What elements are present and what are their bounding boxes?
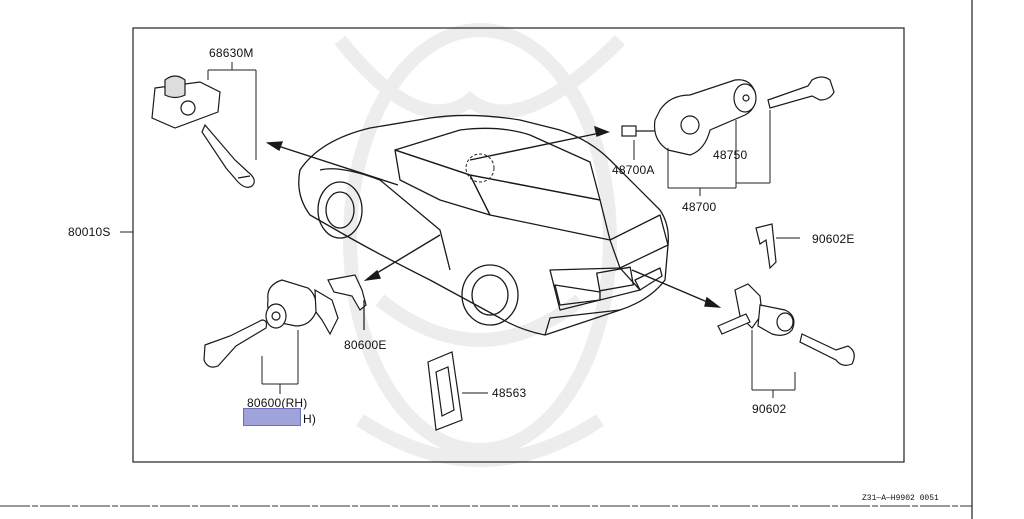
door-lock-drawing xyxy=(203,279,339,368)
watermark-logo xyxy=(334,23,625,467)
bracket-drawing xyxy=(327,274,367,330)
part-label-80600e: 80600E xyxy=(344,338,387,352)
car-outline xyxy=(298,114,669,336)
pointer-arrows xyxy=(265,125,722,308)
part-label-48700: 48700 xyxy=(682,200,717,214)
part-label-48700a: 48700A xyxy=(612,163,655,177)
part-label-80010s: 80010S xyxy=(68,225,111,239)
highlighted-part-label-80600-lh[interactable] xyxy=(243,408,301,426)
part-label-90602e: 90602E xyxy=(812,232,855,246)
ignition-lock-drawing xyxy=(621,76,835,156)
clip-drawing xyxy=(755,223,800,270)
part-label-68630m: 68630M xyxy=(209,46,254,60)
glovebox-lock-drawing xyxy=(151,75,255,188)
trunk-lock-drawing xyxy=(717,283,855,366)
part-label-80600-rh: 80600(RH) xyxy=(247,396,308,410)
part-label-80600-lh-tail: H) xyxy=(303,412,317,426)
part-label-48750: 48750 xyxy=(713,148,748,162)
diagram-frame xyxy=(132,27,905,463)
part-label-90602: 90602 xyxy=(752,402,787,416)
diagram-code: Z31—A—H9902 0051 xyxy=(862,494,939,503)
plate-drawing xyxy=(427,351,488,431)
part-label-48563: 48563 xyxy=(492,386,527,400)
